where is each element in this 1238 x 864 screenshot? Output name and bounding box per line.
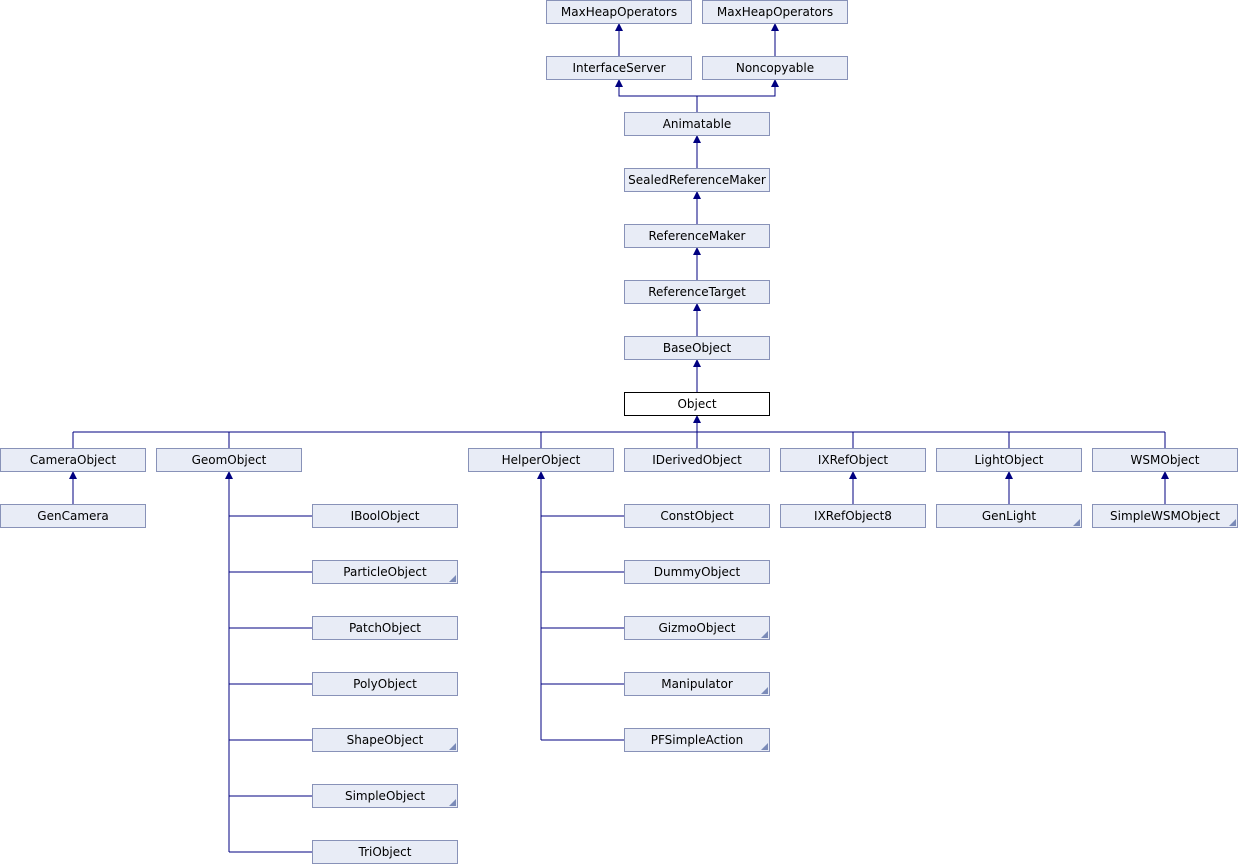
node-maxheapoperators-1[interactable]: MaxHeapOperators [546,0,692,24]
node-pfsimpleaction[interactable]: PFSimpleAction [624,728,770,752]
node-iboolobject[interactable]: IBoolObject [312,504,458,528]
node-patchobject[interactable]: PatchObject [312,616,458,640]
node-genlight[interactable]: GenLight [936,504,1082,528]
node-object-current: Object [624,392,770,416]
node-simplewsmobject[interactable]: SimpleWSMObject [1092,504,1238,528]
node-noncopyable[interactable]: Noncopyable [702,56,848,80]
node-animatable[interactable]: Animatable [624,112,770,136]
node-wsmobject[interactable]: WSMObject [1092,448,1238,472]
node-gizmoobject[interactable]: GizmoObject [624,616,770,640]
node-constobject[interactable]: ConstObject [624,504,770,528]
node-cameraobject[interactable]: CameraObject [0,448,146,472]
node-interfaceserver[interactable]: InterfaceServer [546,56,692,80]
node-shapeobject[interactable]: ShapeObject [312,728,458,752]
node-polyobject[interactable]: PolyObject [312,672,458,696]
edge-animatable-interfaceserver [615,79,698,112]
node-referencemaker[interactable]: ReferenceMaker [624,224,770,248]
node-sealedreferencemaker[interactable]: SealedReferenceMaker [624,168,770,192]
node-helperobject[interactable]: HelperObject [468,448,614,472]
node-gencamera[interactable]: GenCamera [0,504,146,528]
node-ixrefobject8[interactable]: IXRefObject8 [780,504,926,528]
node-dummyobject[interactable]: DummyObject [624,560,770,584]
node-particleobject[interactable]: ParticleObject [312,560,458,584]
node-maxheapoperators-2[interactable]: MaxHeapOperators [702,0,848,24]
node-triobject[interactable]: TriObject [312,840,458,864]
node-baseobject[interactable]: BaseObject [624,336,770,360]
node-iderivedobject[interactable]: IDerivedObject [624,448,770,472]
node-geomobject[interactable]: GeomObject [156,448,302,472]
node-lightobject[interactable]: LightObject [936,448,1082,472]
node-manipulator[interactable]: Manipulator [624,672,770,696]
node-simpleobject[interactable]: SimpleObject [312,784,458,808]
node-ixrefobject[interactable]: IXRefObject [780,448,926,472]
edge-animatable-noncopyable [697,79,779,97]
node-referencetarget[interactable]: ReferenceTarget [624,280,770,304]
